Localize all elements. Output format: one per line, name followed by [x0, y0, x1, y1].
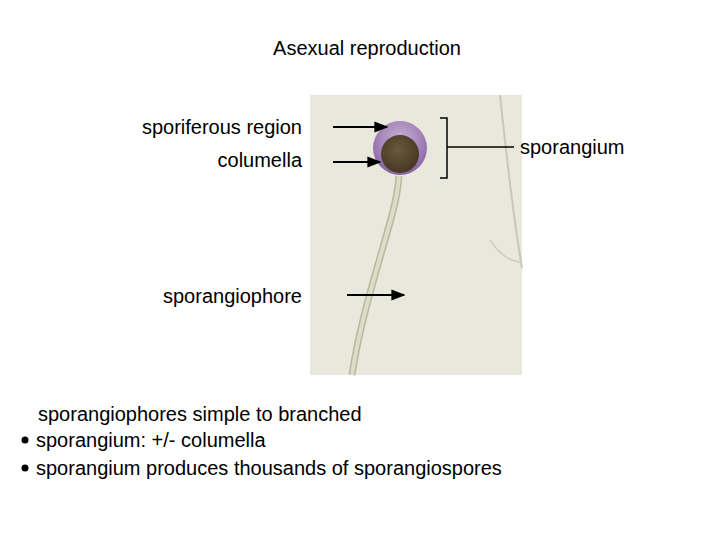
part-label: sporangiophore — [163, 284, 302, 308]
leader-arrow — [347, 294, 404, 296]
part-label: sporangium — [520, 135, 625, 159]
bullet — [22, 465, 29, 472]
leader-arrow — [333, 161, 380, 163]
part-label: columella — [218, 148, 302, 172]
micrograph — [310, 95, 522, 375]
bullet-text: sporangiophores simple to branched — [38, 402, 362, 426]
bracket — [440, 118, 447, 178]
slide-title: Asexual reproduction — [0, 36, 720, 60]
leader-arrow — [333, 126, 387, 128]
bullet — [22, 437, 29, 444]
bullet-text: sporangium produces thousands of sporang… — [36, 456, 502, 480]
part-label: sporiferous region — [142, 115, 302, 139]
bullet-text: sporangium: +/- columella — [36, 428, 266, 452]
leader-line — [447, 146, 514, 148]
